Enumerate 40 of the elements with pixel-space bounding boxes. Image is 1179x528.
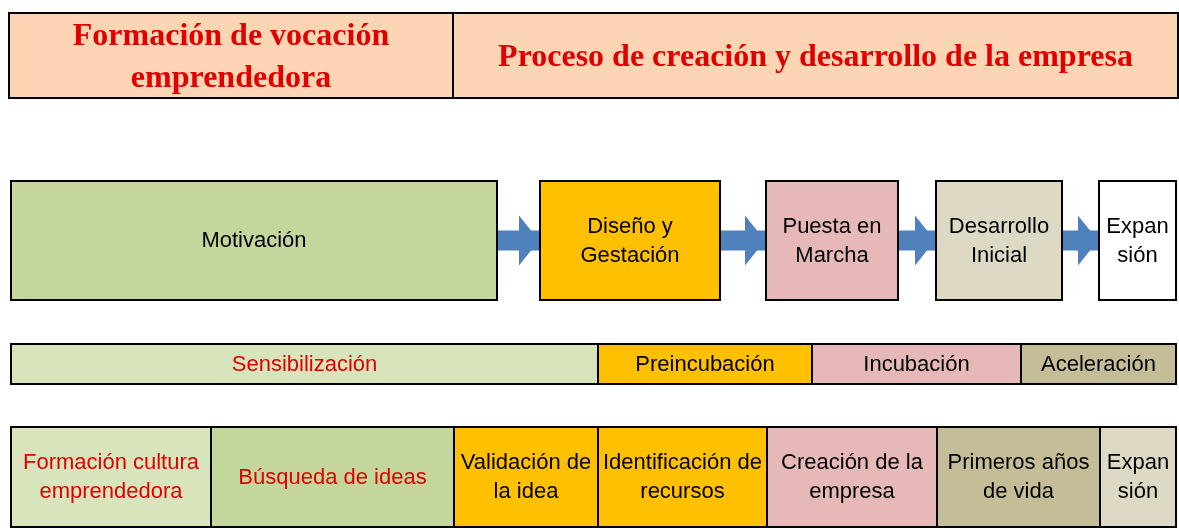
stage-box xyxy=(10,180,498,301)
step-cell xyxy=(936,426,1101,528)
header-text: Formación de vocación emprendedora xyxy=(71,14,391,96)
label-text: Incubación xyxy=(862,349,971,378)
step-cell xyxy=(766,426,938,528)
step-cell xyxy=(597,426,768,528)
label-text: Sensibilización xyxy=(230,349,379,378)
step-cell xyxy=(453,426,599,528)
block-arrow xyxy=(899,215,935,266)
label-text: Puesta en Marcha xyxy=(781,211,883,269)
label-text: Expansión xyxy=(1105,211,1170,269)
label-text: Formación cultura emprendedora xyxy=(21,448,201,505)
phase-bar xyxy=(597,343,813,385)
label-text: Diseño y Gestación xyxy=(579,211,681,269)
block-arrow xyxy=(1063,215,1098,266)
step-cell xyxy=(10,426,212,528)
stage-box xyxy=(935,180,1063,301)
phase-bar xyxy=(1020,343,1177,385)
label-text: Preincubación xyxy=(634,349,776,378)
phase-bar xyxy=(811,343,1022,385)
header-cell xyxy=(452,12,1179,99)
label-text: Validación de la idea xyxy=(459,448,593,505)
block-arrow xyxy=(498,215,539,266)
header-cell xyxy=(8,12,454,99)
phase-bar xyxy=(10,343,599,385)
header-text: Proceso de creación y desarrollo de la empresa xyxy=(497,35,1134,75)
label-text: Motivación xyxy=(200,226,308,255)
stage-box xyxy=(1098,180,1177,301)
step-cell xyxy=(1099,426,1177,528)
block-arrow xyxy=(721,215,765,266)
step-cell xyxy=(210,426,455,528)
label-text: Búsqueda de ideas xyxy=(237,462,428,491)
label-text: Expansión xyxy=(1105,448,1171,505)
label-text: Desarrollo Inicial xyxy=(947,211,1051,269)
stage-box xyxy=(539,180,721,301)
label-text: Identificación de recursos xyxy=(602,448,763,505)
stage-box xyxy=(765,180,899,301)
label-text: Primeros años de vida xyxy=(946,448,1091,505)
label-text: Aceleración xyxy=(1040,349,1157,378)
label-text: Creación de la empresa xyxy=(780,448,924,505)
